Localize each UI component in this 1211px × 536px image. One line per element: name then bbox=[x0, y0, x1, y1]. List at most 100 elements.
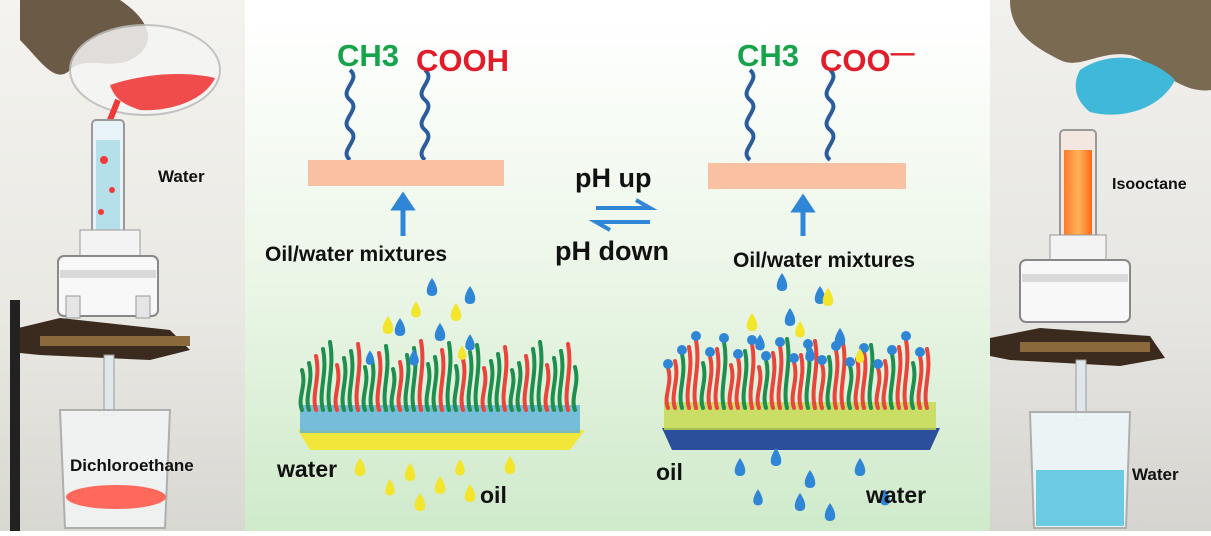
stand-rod-left bbox=[10, 300, 20, 531]
surface-chain bbox=[762, 358, 770, 410]
surface-chain bbox=[473, 343, 481, 412]
droplet bbox=[385, 479, 395, 496]
surface-chain bbox=[671, 359, 679, 410]
droplet bbox=[426, 278, 438, 296]
flow-arrow-right bbox=[790, 193, 816, 236]
left-passes-label: water bbox=[277, 456, 338, 482]
surface-chain bbox=[382, 344, 390, 412]
droplet bbox=[434, 323, 446, 341]
surface-chain bbox=[557, 349, 565, 412]
glove-right bbox=[1010, 0, 1211, 91]
right-photo-top-label: Isooctane bbox=[1112, 176, 1187, 193]
surface-chain bbox=[564, 342, 572, 412]
blue-liquid-beaker bbox=[1036, 470, 1124, 526]
right-photo-bottom-label: Water bbox=[1132, 465, 1179, 484]
surface-chain bbox=[832, 348, 840, 410]
charged-head bbox=[747, 335, 757, 345]
surface-chain bbox=[685, 345, 693, 410]
clamp-cap-right bbox=[1049, 234, 1107, 264]
surface-chain bbox=[741, 349, 749, 410]
droplet bbox=[734, 458, 746, 476]
droplet bbox=[880, 489, 890, 506]
droplet bbox=[465, 334, 475, 351]
droplet bbox=[854, 458, 866, 476]
surface-chain bbox=[529, 347, 537, 412]
orange-column bbox=[1064, 150, 1092, 238]
surface-chain bbox=[333, 363, 341, 412]
surface-chain bbox=[867, 343, 875, 410]
charged-head bbox=[663, 359, 673, 369]
arrow-forward bbox=[596, 198, 658, 210]
droplet bbox=[753, 489, 763, 506]
surface-chain bbox=[389, 367, 397, 412]
water-column-left bbox=[96, 140, 120, 230]
surface-chain bbox=[466, 350, 474, 412]
droplet bbox=[784, 308, 796, 326]
surface-chain bbox=[319, 347, 327, 412]
droplet bbox=[824, 503, 836, 521]
surface-chain bbox=[874, 366, 882, 410]
surface-chain bbox=[298, 368, 306, 412]
charged-head bbox=[803, 339, 813, 349]
flow-arrow-left bbox=[390, 191, 416, 236]
droplet bbox=[404, 463, 416, 481]
right-molecule-diagram bbox=[708, 68, 906, 236]
left-retained-label: oil bbox=[480, 482, 507, 508]
membrane-bar-left bbox=[308, 160, 504, 186]
surface-chain bbox=[543, 363, 551, 412]
surface-chain bbox=[438, 348, 446, 412]
surface-chain bbox=[431, 355, 439, 412]
reversible-arrows bbox=[588, 198, 658, 232]
surface-chain bbox=[748, 342, 756, 410]
surface-chain bbox=[853, 357, 861, 410]
charged-head bbox=[901, 331, 911, 341]
chain-ch3-right bbox=[744, 68, 756, 162]
surface-chain bbox=[769, 351, 777, 410]
surface-chain bbox=[571, 365, 579, 412]
surface-chain bbox=[860, 350, 868, 410]
surface-chain bbox=[706, 354, 714, 410]
red-liquid-beaker bbox=[66, 485, 166, 509]
right-group-coo: COO— bbox=[820, 40, 915, 79]
surface-chain bbox=[361, 365, 369, 412]
surface-chain bbox=[734, 356, 742, 410]
droplet bbox=[804, 470, 816, 488]
droplet bbox=[464, 286, 476, 304]
membrane-bar-right bbox=[708, 163, 906, 189]
switch-bottom-label: pH down bbox=[555, 236, 669, 266]
clamp-body-right bbox=[1019, 259, 1131, 323]
right-caption: Oil/water mixtures bbox=[733, 249, 916, 272]
charged-head bbox=[873, 359, 883, 369]
left-photo-apparatus bbox=[10, 0, 221, 531]
droplet bbox=[776, 273, 788, 291]
surface-chain bbox=[881, 359, 889, 410]
membrane-base-left bbox=[298, 430, 585, 450]
right-photo-apparatus bbox=[990, 0, 1211, 529]
left-photo-bottom-label: Dichloroethane bbox=[70, 456, 194, 475]
surface-chain bbox=[692, 338, 700, 410]
surface-chain bbox=[720, 340, 728, 410]
left-group-ch3: CH3 bbox=[337, 38, 400, 73]
surface-chain bbox=[727, 363, 735, 410]
charged-head bbox=[761, 351, 771, 361]
charged-head bbox=[691, 331, 701, 341]
droplet bbox=[794, 493, 806, 511]
droplet bbox=[805, 345, 815, 362]
surface-chain bbox=[825, 355, 833, 410]
clamp-cap-left bbox=[79, 229, 141, 259]
droplet bbox=[822, 288, 834, 306]
surface-chain bbox=[522, 354, 530, 412]
droplet bbox=[755, 334, 765, 351]
surface-chain bbox=[699, 361, 707, 410]
surface-chain bbox=[536, 340, 544, 412]
right-retained-label: water bbox=[866, 482, 927, 508]
droplet bbox=[504, 456, 516, 474]
charged-head bbox=[705, 347, 715, 357]
right-passes-label: oil bbox=[656, 459, 683, 485]
surface-chain bbox=[755, 365, 763, 410]
surface-chain bbox=[494, 352, 502, 412]
droplets bbox=[354, 273, 890, 521]
surface-chain bbox=[888, 352, 896, 410]
surface-chain bbox=[818, 362, 826, 410]
